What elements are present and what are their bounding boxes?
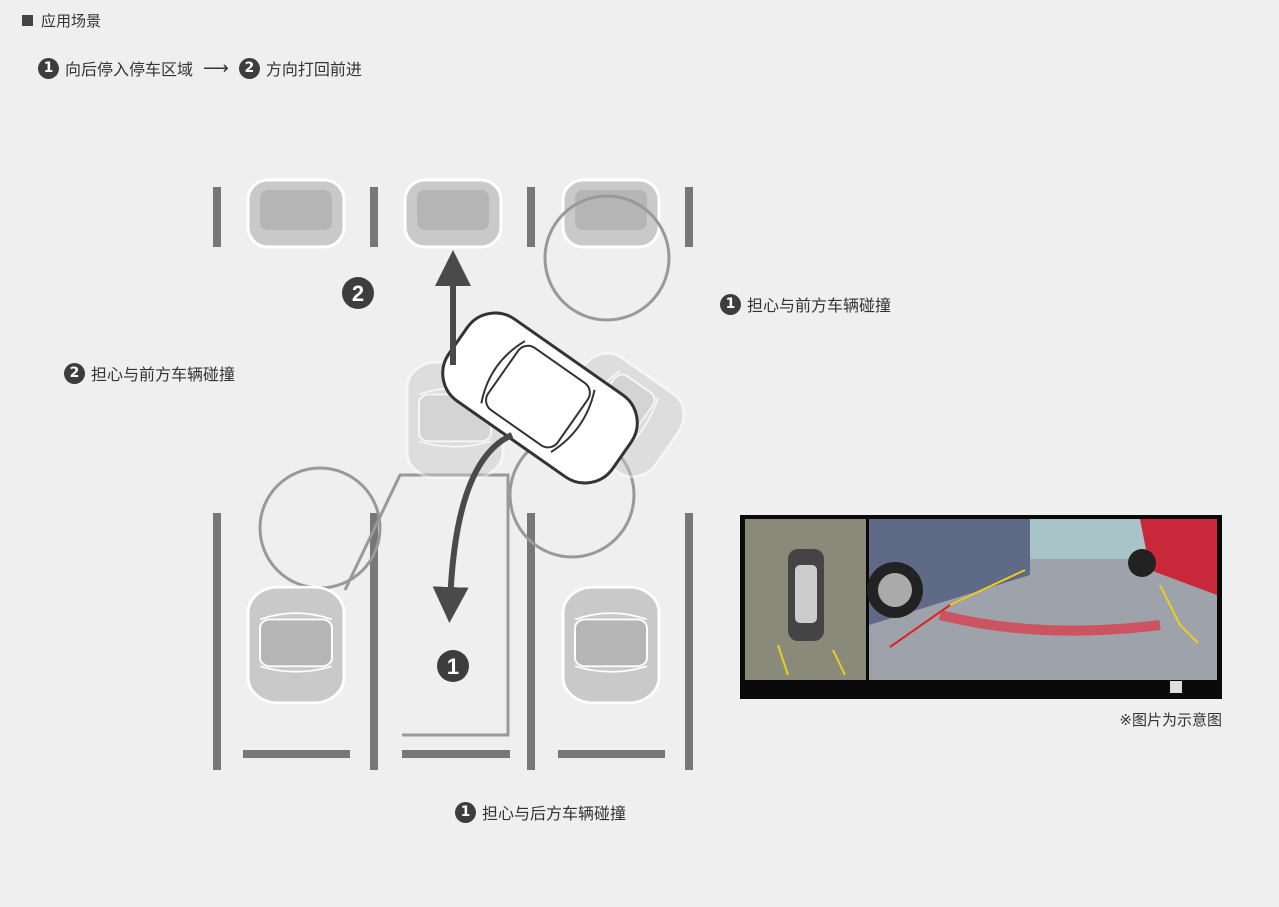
car-top-2 bbox=[403, 178, 503, 249]
parking-zone-outline bbox=[343, 473, 510, 737]
marker-1-badge bbox=[437, 650, 469, 682]
parking-lines bbox=[213, 187, 693, 770]
camera-screen bbox=[745, 519, 1217, 693]
callout-number: 1 bbox=[720, 293, 741, 315]
section-title-text: 应用场景 bbox=[41, 12, 102, 30]
callout-front-collision-2: 2 担心与前方车辆碰撞 bbox=[64, 361, 235, 385]
car-top-1 bbox=[246, 178, 346, 249]
callout-number: 2 bbox=[64, 362, 85, 384]
section-title: 应用场景 bbox=[22, 10, 101, 31]
callout-text: 担心与前方车辆碰撞 bbox=[747, 296, 892, 315]
step2-label: 方向打回前进 bbox=[265, 60, 362, 79]
step1-label: 向后停入停车区域 bbox=[65, 60, 194, 79]
marker-2-text: 2 bbox=[352, 281, 364, 306]
car-top-3 bbox=[561, 178, 661, 249]
reverse-arrow bbox=[432, 432, 514, 623]
car-bottom-right bbox=[561, 585, 661, 705]
camera-mode-icon bbox=[1170, 681, 1182, 693]
moving-car bbox=[441, 311, 639, 485]
square-bullet-icon bbox=[22, 15, 33, 26]
image-caption: ※图片为示意图 bbox=[1119, 711, 1222, 729]
marker-2-badge bbox=[342, 277, 374, 309]
callout-text: 担心与前方车辆碰撞 bbox=[91, 365, 236, 384]
arrow-right-icon: ⟶ bbox=[203, 57, 229, 79]
callout-number: 1 bbox=[455, 801, 476, 823]
car-bottom-left bbox=[246, 585, 346, 705]
callout-text: 担心与后方车辆碰撞 bbox=[482, 804, 627, 823]
step1-number-badge: 1 bbox=[38, 57, 59, 79]
step2-number-badge: 2 bbox=[238, 57, 260, 79]
callout-rear-collision: 1 担心与后方车辆碰撞 bbox=[455, 800, 626, 824]
marker-1-text: 1 bbox=[447, 654, 459, 679]
camera-view-image bbox=[740, 515, 1222, 699]
callout-front-collision-1: 1 担心与前方车辆碰撞 bbox=[720, 292, 891, 316]
steps-line: 1 向后停入停车区域 ⟶ 2 方向打回前进 bbox=[38, 56, 362, 80]
top-parked-cars bbox=[246, 178, 661, 249]
